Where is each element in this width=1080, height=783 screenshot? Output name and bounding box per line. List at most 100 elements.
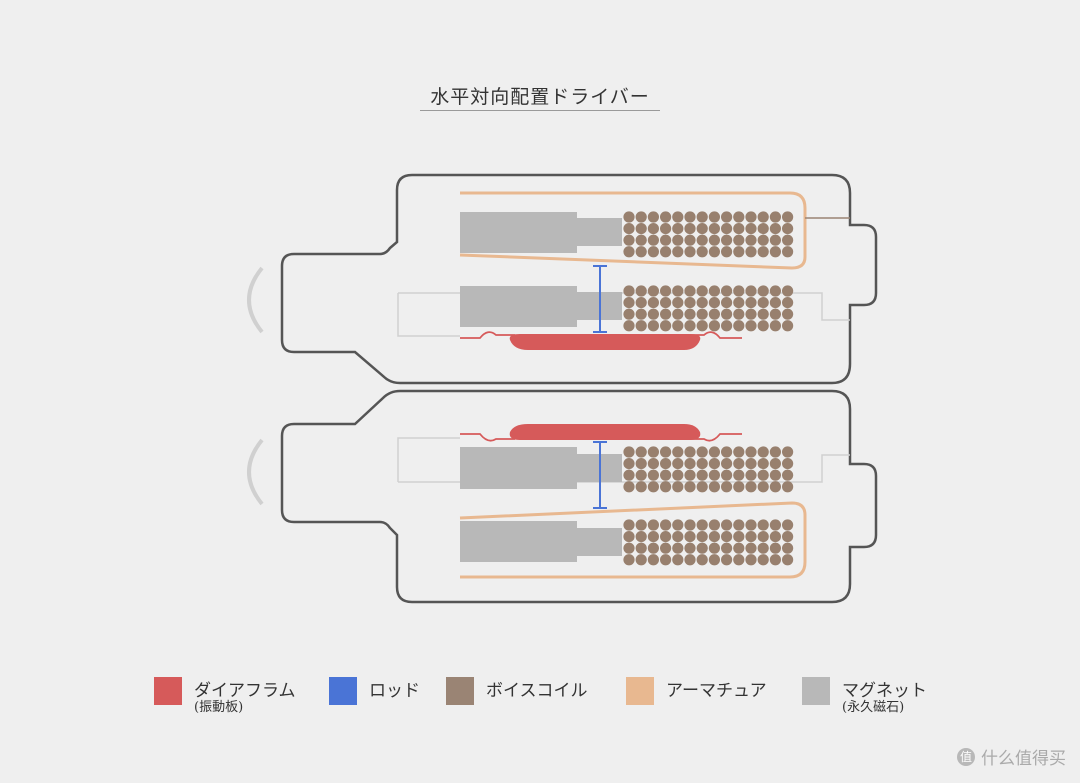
coil-wire	[708, 285, 721, 297]
coil-wire	[660, 285, 672, 297]
coil-wire	[684, 320, 696, 332]
coil-wire	[684, 308, 696, 320]
coil-wire	[782, 234, 794, 246]
coil-wire	[782, 211, 794, 223]
coil-wire	[708, 530, 721, 543]
coil-wire	[684, 469, 696, 481]
coil-wire	[757, 554, 769, 566]
coil-wire	[672, 246, 684, 258]
coil-wire	[623, 308, 635, 320]
coil-wire	[769, 285, 782, 297]
coil-wire	[757, 246, 769, 258]
coil-wire	[684, 234, 696, 246]
coil-wire	[721, 222, 733, 235]
coil-wire	[635, 308, 647, 320]
coil-wire	[721, 530, 733, 543]
coil-wire	[721, 296, 733, 309]
coil-wire	[733, 246, 745, 258]
coil-wire	[696, 542, 708, 554]
voice-coil-bottom-lower	[623, 519, 794, 566]
coil-wire	[696, 308, 708, 320]
coil-wire	[757, 222, 769, 235]
coil-wire	[769, 308, 782, 320]
coil-wire	[721, 211, 733, 223]
coil-wire	[721, 234, 733, 246]
coil-wire	[708, 457, 721, 470]
coil-wire	[733, 469, 745, 481]
coil-wire	[635, 320, 647, 332]
coil-wire	[733, 481, 745, 493]
coil-wire	[757, 446, 769, 458]
coil-wire	[623, 530, 635, 543]
coil-wire	[672, 446, 684, 458]
coil-wire	[721, 542, 733, 554]
legend-label-diaphragm: ダイアフラム	[194, 681, 296, 701]
coil-wire	[623, 542, 635, 554]
coil-wire	[745, 211, 757, 223]
coil-wire	[635, 457, 647, 470]
coil-wire	[769, 457, 782, 470]
coil-wire	[782, 320, 794, 332]
coil-wire	[708, 246, 721, 258]
coil-wire	[769, 234, 782, 246]
coil-wire	[672, 222, 684, 235]
voice-coil-bottom-upper	[623, 446, 794, 493]
driver-top	[247, 173, 878, 385]
coil-wire	[684, 446, 696, 458]
coil-wire	[733, 320, 745, 332]
coil-wire	[721, 246, 733, 258]
coil-wire	[623, 446, 635, 458]
coil-wire	[696, 481, 708, 493]
magnet-bottom-upper	[460, 447, 622, 489]
coil-wire	[769, 296, 782, 309]
coil-wire	[660, 320, 672, 332]
coil-wire	[684, 519, 696, 531]
coil-wire	[647, 446, 660, 458]
coil-wire	[672, 320, 684, 332]
coil-wire	[708, 211, 721, 223]
coil-wire	[733, 222, 745, 235]
coil-wire	[660, 530, 672, 543]
coil-wire	[782, 554, 794, 566]
coil-wire	[769, 222, 782, 235]
armature-top	[459, 191, 807, 270]
coil-wire	[782, 285, 794, 297]
coil-wire	[672, 530, 684, 543]
housing-top	[280, 173, 878, 385]
coil-wire	[635, 246, 647, 258]
coil-wire	[757, 308, 769, 320]
coil-wire	[672, 542, 684, 554]
coil-wire	[757, 457, 769, 470]
coil-wire	[769, 211, 782, 223]
coil-wire	[721, 285, 733, 297]
coil-wire	[635, 446, 647, 458]
coil-wire	[745, 296, 757, 309]
coil-wire	[684, 481, 696, 493]
coil-wire	[757, 211, 769, 223]
watermark: 值 什么值得买	[957, 744, 1066, 769]
coil-wire	[647, 308, 660, 320]
coil-wire	[684, 285, 696, 297]
coil-wire	[660, 554, 672, 566]
coil-wire	[769, 481, 782, 493]
coil-wire	[684, 542, 696, 554]
diagram-title: 水平対向配置ドライバー	[430, 86, 650, 108]
sound-wave-bottom	[247, 438, 264, 506]
coil-wire	[757, 285, 769, 297]
legend-sub-magnet: (永久磁石)	[842, 700, 905, 715]
coil-wire	[733, 285, 745, 297]
coil-wire	[757, 320, 769, 332]
coil-wire	[660, 222, 672, 235]
coil-wire	[647, 530, 660, 543]
coil-wire	[647, 469, 660, 481]
legend-label-voice-coil: ボイスコイル	[486, 681, 588, 701]
diaphragm-top-edge	[460, 331, 742, 339]
coil-wire	[672, 554, 684, 566]
legend-swatch-armature	[626, 677, 654, 705]
legend-swatch-rod	[329, 677, 357, 705]
coil-wire	[635, 285, 647, 297]
coil-wire	[733, 446, 745, 458]
magnet-top-lower	[460, 286, 622, 327]
coil-wire	[623, 285, 635, 297]
